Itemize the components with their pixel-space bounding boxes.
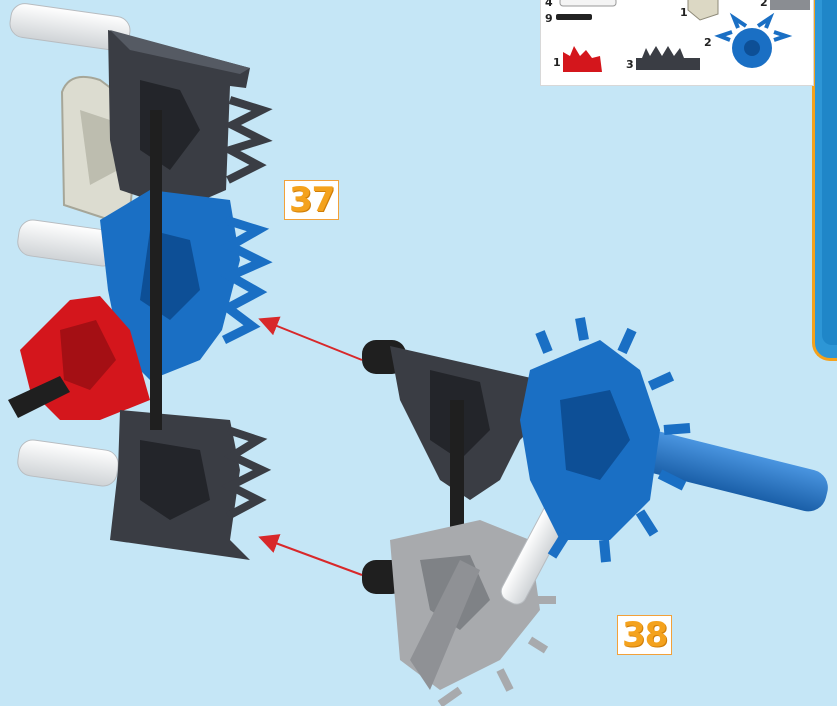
step-37-badge: 37 [284, 180, 339, 220]
blue-wheel-connector-icon [720, 18, 786, 68]
step-38-number: 38 [622, 618, 667, 652]
black-rod-icon [556, 14, 592, 20]
arrow-lower [262, 538, 362, 575]
white-rod-icon [560, 0, 616, 6]
black-gear-connector-icon [636, 46, 700, 70]
step-37-number: 37 [289, 183, 334, 217]
tan-connector-icon [688, 0, 718, 20]
step-38-badge: 38 [617, 615, 672, 655]
step-37-assembly [8, 2, 262, 560]
arrow-upper [262, 320, 362, 360]
step-38-assembly [362, 318, 832, 704]
red-connector-icon [563, 46, 602, 72]
gray-connector-icon [770, 0, 810, 10]
